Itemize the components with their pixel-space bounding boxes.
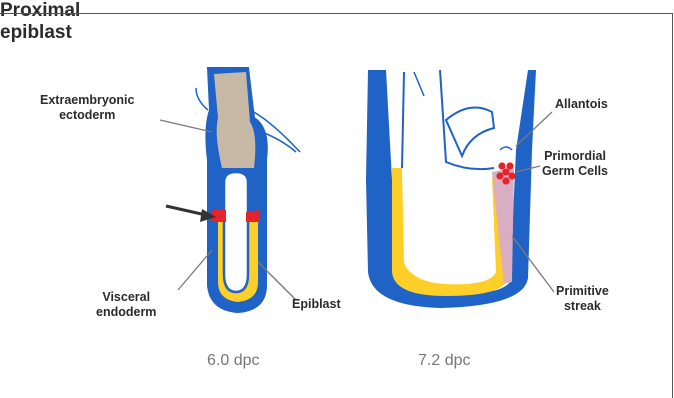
label-allantois: Allantois [555,97,608,112]
stage-label-7-2: 7.2 dpc [418,352,470,370]
germ-cell [502,168,509,175]
pointer-visceral [178,250,212,290]
label-epiblast: Epiblast [292,297,341,312]
pointer-proximal [166,206,206,215]
stage-label-6-0: 6.0 dpc [207,352,259,370]
germ-cell [496,172,503,179]
label-primordial-germ-cells: Primordial Germ Cells [542,149,608,179]
embryo-7-2-dpc [366,70,536,308]
pointer-extraembryonic [160,120,212,132]
amniotic-cavity [402,165,494,282]
embryo-6-0-dpc [196,68,300,312]
germ-cell [502,177,509,184]
proamniotic-cavity [224,172,248,292]
proximal-epiblast-right [246,210,260,222]
label-extraembryonic-ectoderm: Extraembryonic ectoderm [40,93,134,123]
germ-cell [508,172,515,179]
label-primitive-streak: Primitive streak [556,284,609,314]
germ-cell [506,162,513,169]
label-visceral-endoderm: Visceral endoderm [96,290,156,320]
germ-cell [498,162,505,169]
